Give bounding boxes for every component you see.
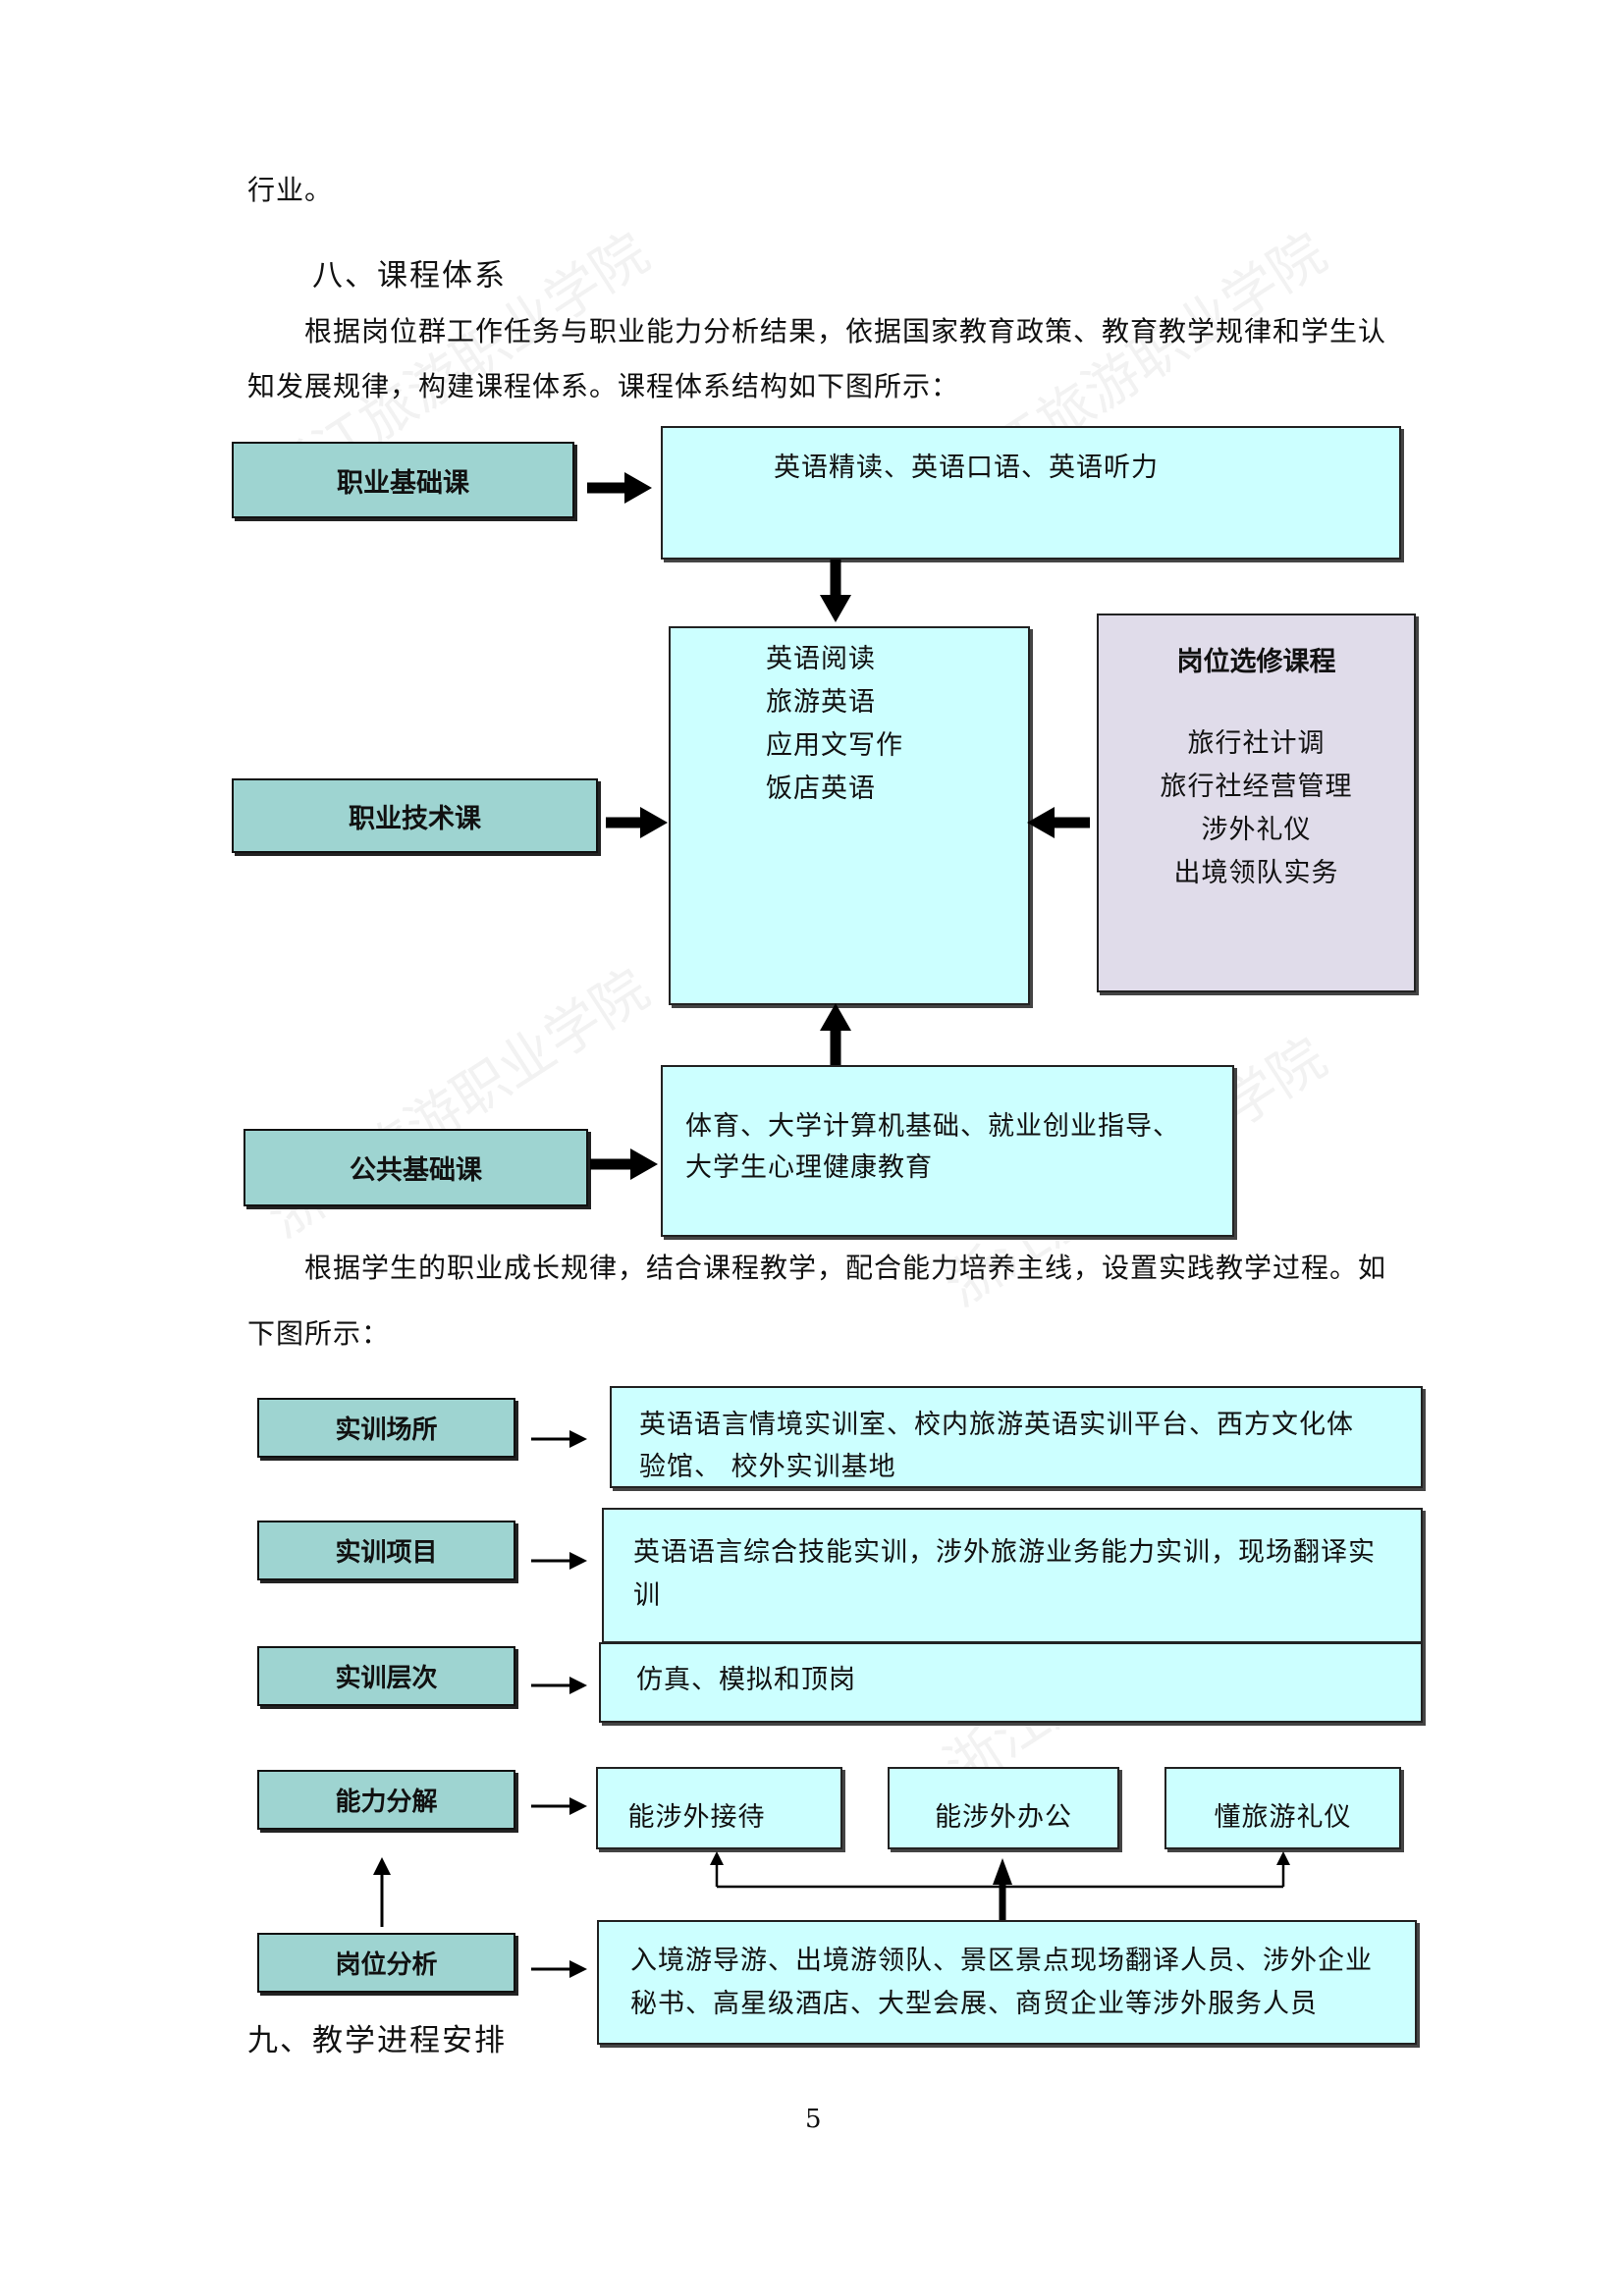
arrow-public-to-box bbox=[590, 1148, 658, 1180]
arrow-foundation-to-box bbox=[587, 472, 652, 504]
section-8-paragraph-line2: 知发展规律，构建课程体系。课程体系结构如下图所示： bbox=[247, 370, 960, 402]
technical-course-label: 职业技术课 bbox=[232, 778, 598, 853]
training-level-box bbox=[599, 1642, 1423, 1723]
training-venue-content-line2: 验馆、 校外实训基地 bbox=[639, 1452, 896, 1482]
section-8-paragraph-line1: 根据岗位群工作任务与职业能力分析结果，依据国家教育政策、教育教学规律和学生认 bbox=[304, 315, 1387, 347]
training-project-box bbox=[602, 1508, 1423, 1643]
page-number: 5 bbox=[805, 2105, 823, 2134]
arrow-elective-to-box bbox=[1027, 807, 1090, 838]
technical-course-item: 英语阅读 bbox=[766, 644, 876, 674]
arrow-technical-to-box bbox=[606, 807, 668, 838]
position-analysis-content-line2: 秘书、高星级酒店、大型会展、商贸企业等涉外服务人员 bbox=[630, 1989, 1318, 2019]
ability-item: 懂旅游礼仪 bbox=[1214, 1802, 1352, 1833]
ability-item: 能涉外接待 bbox=[627, 1802, 766, 1833]
elective-course-item: 旅行社计调 bbox=[1187, 728, 1326, 759]
branch-connector bbox=[710, 1851, 1290, 1920]
section-8-title: 八、课程体系 bbox=[312, 258, 507, 294]
training-project-content-line2: 训 bbox=[633, 1580, 661, 1611]
training-level-label: 实训层次 bbox=[257, 1646, 515, 1706]
practice-intro-line1: 根据学生的职业成长规律，结合课程教学，配合能力培养主线，设置实践教学过程。如 bbox=[304, 1252, 1387, 1284]
public-course-box bbox=[661, 1065, 1234, 1237]
technical-course-list: 英语阅读 旅游英语 应用文写作 饭店英语 bbox=[766, 638, 903, 811]
elective-course-box bbox=[1097, 614, 1416, 992]
section-9-title: 九、教学进程安排 bbox=[247, 2023, 507, 2058]
intro-tail-text: 行业。 bbox=[247, 174, 334, 206]
technical-course-item: 应用文写作 bbox=[766, 730, 903, 761]
foundation-course-content: 英语精读、英语口语、英语听力 bbox=[774, 453, 1159, 483]
training-venue-label: 实训场所 bbox=[257, 1398, 515, 1458]
training-venue-box bbox=[610, 1386, 1423, 1488]
arrow-public-up bbox=[820, 1003, 851, 1065]
ability-item: 能涉外办公 bbox=[935, 1802, 1072, 1833]
training-project-label: 实训项目 bbox=[257, 1521, 515, 1580]
position-analysis-box bbox=[597, 1920, 1417, 2045]
practice-intro-line2: 下图所示： bbox=[247, 1317, 391, 1350]
ability-box bbox=[596, 1767, 842, 1849]
technical-course-box bbox=[669, 626, 1030, 1005]
elective-course-title: 岗位选修课程 bbox=[1176, 647, 1336, 677]
ability-box bbox=[888, 1767, 1119, 1849]
elective-course-item: 出境领队实务 bbox=[1173, 858, 1339, 888]
public-course-content-line1: 体育、大学计算机基础、就业创业指导、 bbox=[685, 1111, 1180, 1142]
arrow-foundation-down bbox=[820, 560, 851, 622]
foundation-course-box bbox=[661, 426, 1401, 560]
training-level-content: 仿真、模拟和顶岗 bbox=[636, 1665, 856, 1695]
training-venue-content-line1: 英语语言情境实训室、校内旅游英语实训平台、西方文化体 bbox=[639, 1410, 1354, 1440]
training-project-content-line1: 英语语言综合技能实训，涉外旅游业务能力实训，现场翻译实 bbox=[633, 1537, 1376, 1568]
ability-box bbox=[1164, 1767, 1401, 1849]
foundation-course-label: 职业基础课 bbox=[232, 442, 574, 518]
position-analysis-label: 岗位分析 bbox=[257, 1933, 515, 1993]
position-analysis-content-line1: 入境游导游、出境游领队、景区景点现场翻译人员、涉外企业 bbox=[630, 1946, 1373, 1976]
elective-course-item: 旅行社经营管理 bbox=[1160, 772, 1353, 802]
public-course-content-line2: 大学生心理健康教育 bbox=[685, 1152, 933, 1183]
public-course-label: 公共基础课 bbox=[244, 1129, 588, 1206]
elective-course-item: 涉外礼仪 bbox=[1201, 815, 1312, 845]
technical-course-item: 旅游英语 bbox=[766, 687, 876, 718]
elective-course-list: 旅行社计调 旅行社经营管理 涉外礼仪 出境领队实务 bbox=[1097, 722, 1416, 895]
technical-course-item: 饭店英语 bbox=[766, 774, 876, 804]
ability-breakdown-label: 能力分解 bbox=[257, 1770, 515, 1830]
